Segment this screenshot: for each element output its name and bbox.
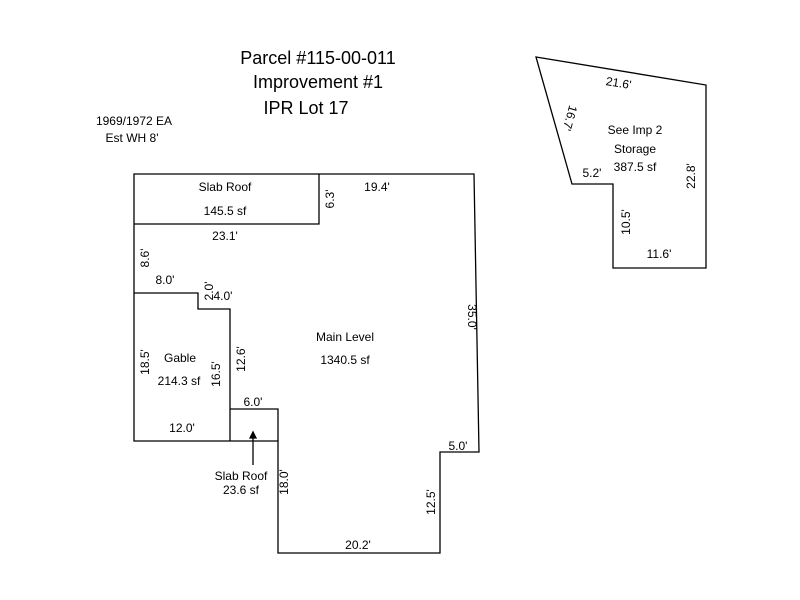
dim-label: 16.7' [560, 104, 581, 133]
title-parcel: Parcel #115-00-011 [240, 48, 395, 68]
main-level-area: 1340.5 sf [320, 353, 370, 367]
storage-ref: See Imp 2 [608, 123, 663, 137]
dim-label: 18.5' [138, 349, 152, 375]
gable-area: 214.3 sf [158, 374, 201, 388]
note-year: 1969/1972 EA [96, 114, 172, 128]
slab-roof-top-outline [134, 174, 320, 225]
slab-roof-small-area: 23.6 sf [223, 483, 260, 497]
main-level-outline [133, 173, 480, 554]
dim-label: 8.0' [156, 273, 175, 287]
storage-name: Storage [614, 142, 656, 156]
arrow-head-icon [248, 430, 258, 439]
dim-label: 10.5' [619, 209, 633, 235]
main-level-name: Main Level [316, 330, 374, 344]
dim-label: 12.0' [169, 421, 195, 435]
dim-label: 22.8' [684, 163, 698, 189]
dim-label: 6.0' [244, 395, 263, 409]
dim-label: 12.5' [424, 489, 438, 515]
dim-label: 19.4' [364, 180, 390, 194]
slab-roof-small-outline [230, 408, 279, 441]
title-improvement: Improvement #1 [253, 72, 383, 92]
storage-area: 387.5 sf [614, 160, 657, 174]
dim-label: 18.0' [277, 469, 291, 495]
dim-label: 23.1' [212, 229, 238, 243]
dim-label: 2.0' [202, 282, 216, 301]
dim-label: 6.3' [323, 190, 337, 209]
dim-label: 5.2' [583, 166, 602, 180]
dim-label: 5.0' [449, 439, 468, 453]
slab-roof-small-name: Slab Roof [215, 469, 268, 483]
title-lot: IPR Lot 17 [263, 98, 348, 118]
dim-label: 21.6' [605, 74, 633, 92]
slab-roof-top-name: Slab Roof [199, 180, 252, 194]
note-wall-height: Est WH 8' [106, 131, 159, 145]
dim-label: 16.5' [209, 361, 223, 387]
storage-outline [535, 56, 707, 269]
dim-label: 4.0' [214, 289, 233, 303]
gable-name: Gable [164, 351, 196, 365]
dim-label: 11.6' [647, 247, 672, 261]
dim-label: 20.2' [345, 538, 371, 552]
gable-outline [134, 292, 231, 441]
dim-label: 8.6' [138, 249, 152, 268]
slab-roof-top-area: 145.5 sf [204, 204, 247, 218]
dim-label: 35.0' [465, 304, 479, 330]
dim-label: 12.6' [234, 346, 248, 372]
